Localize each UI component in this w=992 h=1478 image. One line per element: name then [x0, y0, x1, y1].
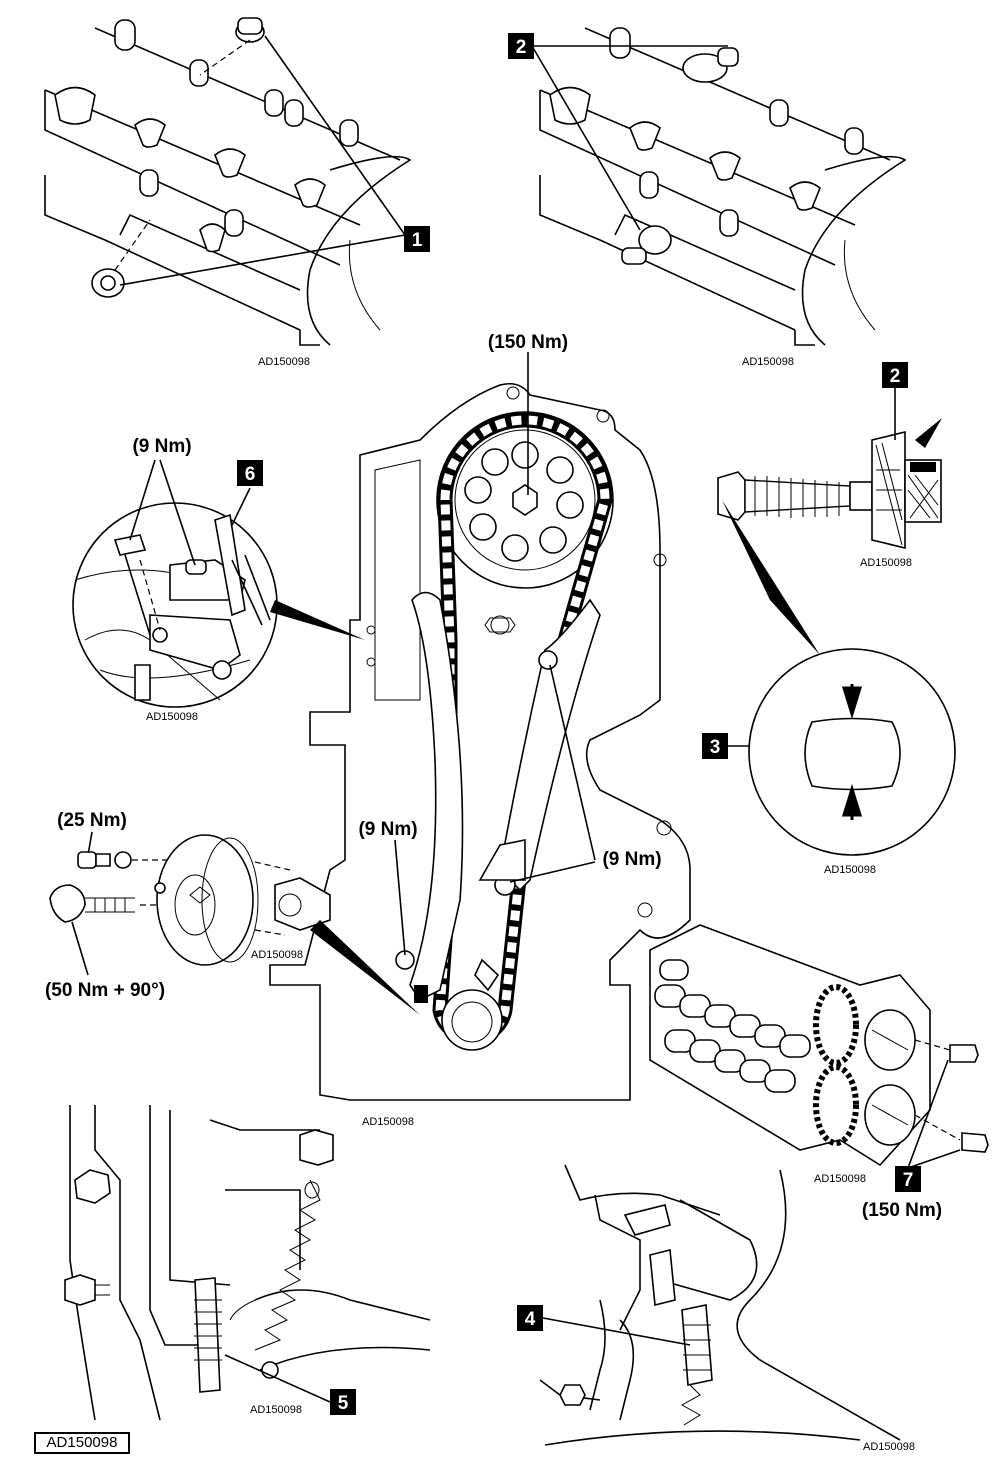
panel-top-right: 2 AD150098	[508, 27, 907, 368]
torque-guide-left: (9 Nm)	[358, 819, 417, 840]
panel-ref-profile-detail: AD150098	[824, 864, 876, 876]
callout-2-tool: 2	[890, 366, 901, 387]
panel-pulley: (25 Nm) AD150098 (50 Nm + 90°)	[45, 810, 420, 1015]
panel-bottom-left: 5 AD150098	[64, 1105, 431, 1421]
panel-profile-detail: 3 AD150098	[702, 648, 956, 876]
panel-top-left: 1 AD150098	[44, 17, 430, 368]
torque-camshaft-bolts: (150 Nm)	[862, 1200, 942, 1221]
panel-main-engine: (150 Nm) (9 Nm) (9 Nm) AD150098	[269, 332, 691, 1128]
torque-camshaft-sprocket: (150 Nm)	[488, 332, 568, 353]
torque-tensioner-bolts: (9 Nm)	[132, 436, 191, 457]
panel-ref-top-right: AD150098	[742, 356, 794, 368]
panel-ref-pulley: AD150098	[251, 949, 303, 961]
panel-ref-adjuster-tool: AD150098	[860, 557, 912, 569]
panel-ref-tensioner-detail: AD150098	[146, 711, 198, 723]
panel-tensioner-detail: (9 Nm) 6 AD150098	[72, 436, 365, 723]
panel-bottom-right: 4 AD150098	[517, 1164, 915, 1453]
callout-4: 4	[525, 1309, 536, 1330]
callout-3: 3	[710, 737, 721, 758]
callout-1: 1	[412, 230, 423, 251]
panel-ref-cylinder-head: AD150098	[814, 1173, 866, 1185]
torque-pulley-center-bolt: (50 Nm + 90°)	[45, 980, 165, 1001]
callout-2-top: 2	[516, 37, 527, 58]
panel-ref-bottom-right: AD150098	[863, 1441, 915, 1453]
callout-5: 5	[338, 1393, 349, 1414]
torque-pulley-small-bolt: (25 Nm)	[57, 810, 127, 831]
callout-7: 7	[903, 1170, 914, 1191]
panel-ref-bottom-left: AD150098	[250, 1404, 302, 1416]
torque-guide-right: (9 Nm)	[602, 849, 661, 870]
panel-ref-top-left: AD150098	[258, 356, 310, 368]
figure-code: AD150098	[34, 1432, 130, 1454]
panel-cylinder-head: 7 (150 Nm) AD150098	[649, 924, 989, 1221]
panel-ref-main-engine: AD150098	[362, 1116, 414, 1128]
panel-adjuster-tool: 2 AD150098	[717, 362, 942, 655]
callout-6: 6	[245, 464, 256, 485]
